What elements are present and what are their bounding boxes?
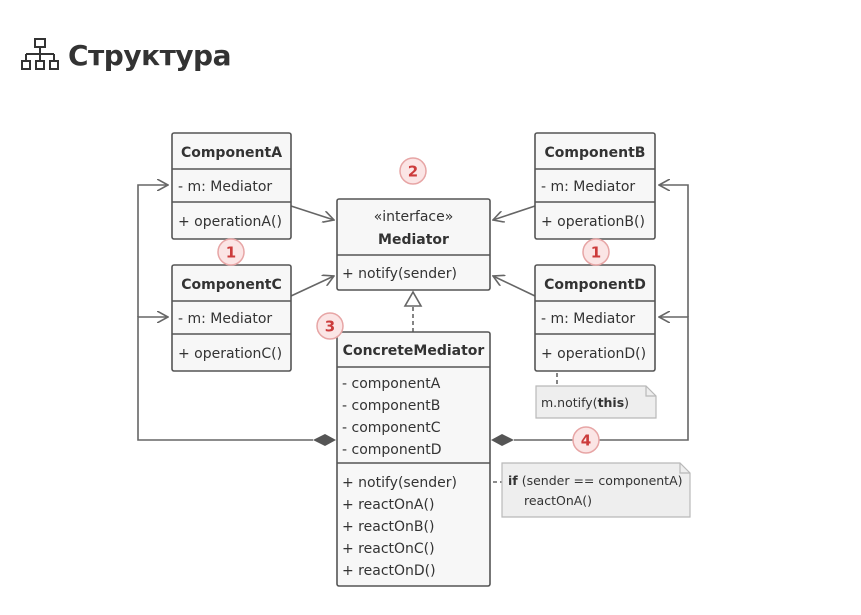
class-method: + reactOnB() (342, 519, 434, 535)
class-field: - m: Mediator (178, 179, 272, 195)
badge-3: 3 (316, 312, 344, 340)
class-name: ComponentD (544, 277, 646, 293)
class-method: + operationB() (541, 214, 645, 230)
sitemap-icon (21, 38, 59, 70)
class-component-a: ComponentA - m: Mediator + operationA() (171, 132, 292, 240)
class-name: ComponentC (181, 277, 282, 293)
svg-text:1: 1 (591, 244, 601, 262)
svg-text:3: 3 (325, 318, 335, 336)
interface-mediator: «interface» Mediator + notify(sender) (336, 198, 491, 291)
class-field: - m: Mediator (178, 311, 272, 327)
class-field: - componentD (342, 442, 441, 458)
interface-name: Mediator (378, 232, 449, 248)
class-method: + operationA() (178, 214, 282, 230)
composition-diamond-left (313, 434, 336, 446)
badge-1-left: 1 (217, 238, 245, 266)
class-method: + notify(sender) (342, 475, 457, 491)
interface-method: + notify(sender) (342, 266, 457, 282)
page-title: Структура (68, 38, 232, 72)
class-component-c: ComponentC - m: Mediator + operationC() (171, 264, 292, 372)
badge-4: 4 (572, 426, 600, 454)
note-react: if (sender == componentA) reactOnA() (501, 462, 691, 518)
composition-left-to-a (137, 185, 168, 317)
composition-diamond-right (491, 434, 514, 446)
page-header: Структура (20, 30, 232, 80)
class-method: + operationC() (178, 346, 282, 362)
svg-text:1: 1 (226, 244, 236, 262)
connections (137, 185, 689, 486)
arrow-b-to-mediator (493, 205, 536, 220)
class-field: - componentB (342, 398, 440, 414)
badge-2: 2 (399, 157, 427, 185)
class-name: ComponentA (181, 145, 282, 161)
badge-1-right: 1 (582, 238, 610, 266)
class-field: - componentA (342, 376, 441, 392)
class-field: - m: Mediator (541, 179, 635, 195)
arrow-c-to-mediator (290, 276, 334, 297)
svg-text:4: 4 (581, 432, 591, 450)
class-concrete-mediator: ConcreteMediator - componentA - componen… (336, 331, 491, 587)
class-method: + reactOnD() (342, 563, 436, 579)
note-react-line2: reactOnA() (524, 493, 592, 508)
class-name: ConcreteMediator (343, 343, 485, 359)
composition-right (514, 317, 689, 441)
class-method: + reactOnA() (342, 497, 434, 513)
realization-triangle (403, 290, 423, 307)
note-react-line1: if (sender == componentA) (508, 473, 683, 488)
class-name: ComponentB (545, 145, 646, 161)
composition-right-to-b (659, 185, 689, 317)
note-notify-text: m.notify(this) (541, 395, 629, 410)
composition-left (137, 317, 313, 441)
class-method: + reactOnC() (342, 541, 435, 557)
class-field: - m: Mediator (541, 311, 635, 327)
interface-stereotype: «interface» (374, 209, 454, 225)
svg-text:2: 2 (408, 163, 418, 181)
arrow-d-to-mediator (493, 276, 536, 297)
class-component-b: ComponentB - m: Mediator + operationB() (534, 132, 656, 240)
arrow-a-to-mediator (290, 205, 334, 220)
note-notify: m.notify(this) (535, 385, 657, 419)
class-field: - componentC (342, 420, 441, 436)
class-method: + operationD() (541, 346, 646, 362)
class-component-d: ComponentD - m: Mediator + operationD() (534, 264, 656, 372)
